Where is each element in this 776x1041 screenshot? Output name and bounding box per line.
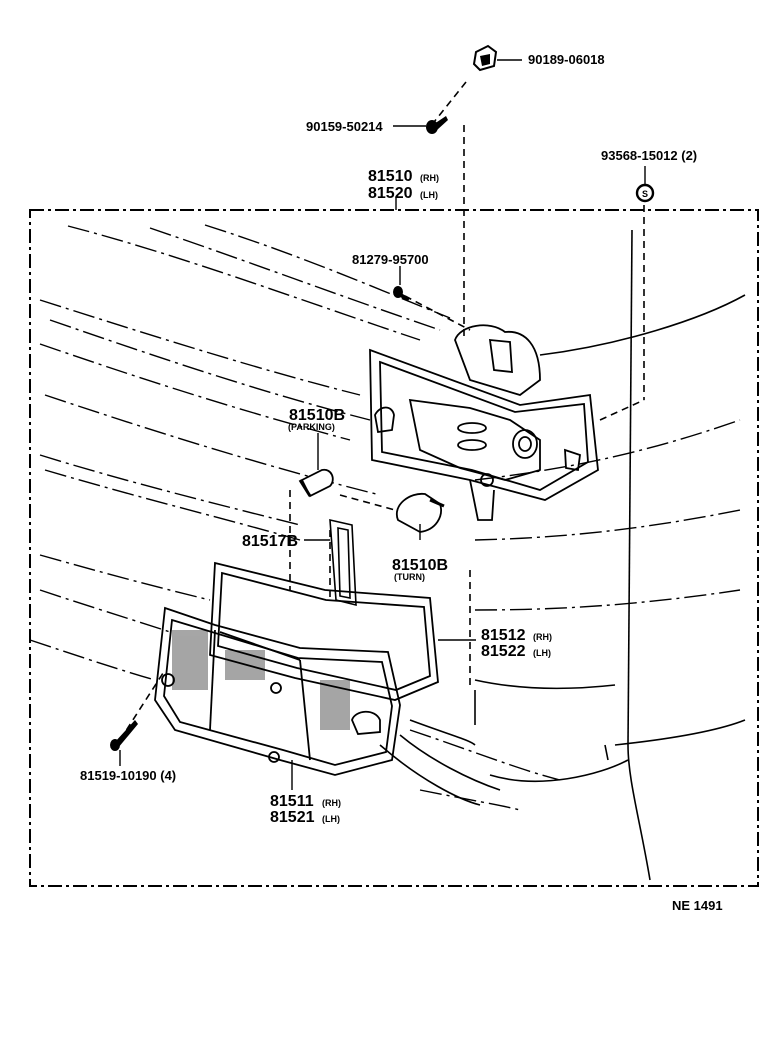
label-leaders [119, 59, 646, 790]
part-label-81517b: 81517B [242, 533, 298, 550]
diagram-code: NE 1491 [672, 898, 723, 913]
lens-texture [172, 630, 350, 730]
part-label-81520: 81520 [368, 185, 413, 202]
part-label-90159: 90159-50214 [306, 119, 383, 134]
part-side-81522: (LH) [533, 648, 551, 658]
part-label-81521: 81521 [270, 809, 315, 826]
part-note-parking: (PARKING) [288, 422, 335, 432]
part-label-81519: 81519-10190 (4) [80, 768, 176, 783]
part-side-81512: (RH) [533, 632, 552, 642]
assembly-leaders [119, 81, 645, 741]
socket-strip [329, 518, 357, 607]
lamp-lens [154, 606, 401, 776]
screw-icon [110, 720, 138, 751]
clip-nut-icon [472, 44, 498, 72]
part-label-90189: 90189-06018 [528, 52, 605, 67]
part-label-81512: 81512 [481, 627, 526, 644]
part-label-81279: 81279-95700 [352, 252, 429, 267]
lamp-housing [369, 324, 599, 521]
bulb-icon [395, 493, 445, 533]
part-label-81510b-turn: 81510B [392, 557, 448, 574]
part-side-81510: (RH) [420, 173, 439, 183]
part-side-81521: (LH) [322, 814, 340, 824]
part-label-81522: 81522 [481, 643, 526, 660]
svg-text:S: S [642, 189, 648, 199]
part-side-81520: (LH) [420, 190, 438, 200]
part-label-93568: 93568-15012 (2) [601, 148, 697, 163]
bulb-icon [298, 468, 334, 498]
part-label-81510b-parking: 81510B [289, 407, 345, 424]
part-label-81511: 81511 [270, 793, 314, 810]
grommet-icon: S [635, 183, 655, 203]
screw-icon [393, 286, 410, 301]
assembly-boundary [29, 209, 759, 887]
screw-icon [426, 116, 448, 134]
part-note-turn: (TURN) [394, 572, 425, 582]
part-side-81511: (RH) [322, 798, 341, 808]
part-label-81510: 81510 [368, 168, 413, 185]
